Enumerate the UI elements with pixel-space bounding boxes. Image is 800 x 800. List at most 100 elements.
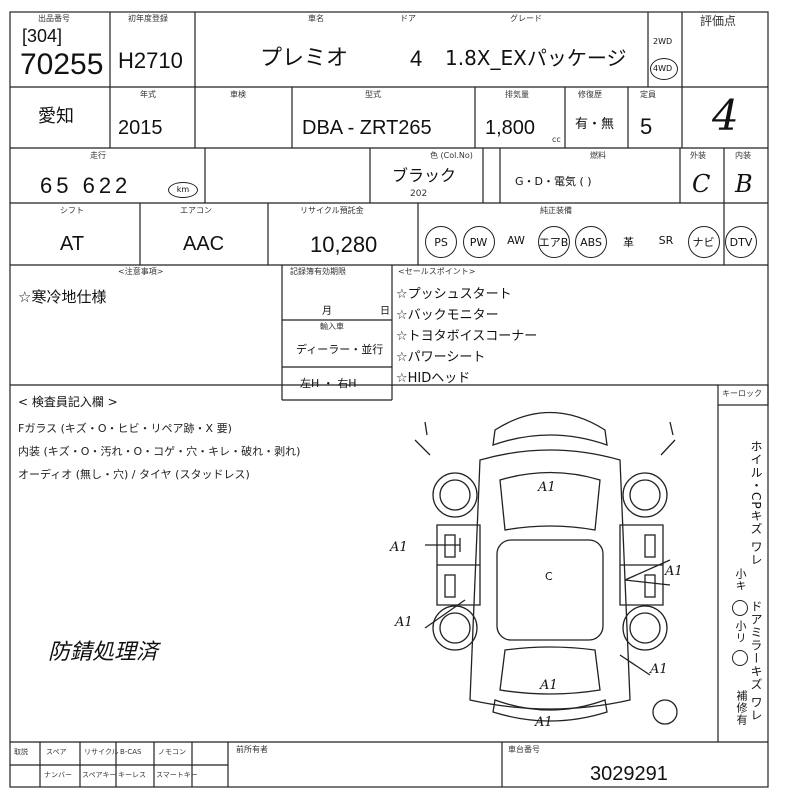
chassis-label: 車台番号 bbox=[508, 745, 540, 754]
recycle-fee: 10,280 bbox=[310, 232, 378, 257]
handle-side: 左H ・ 右H bbox=[300, 377, 357, 390]
equipment-item: ナビ bbox=[687, 226, 720, 258]
audio-tire-remark: オーディオ (無し・穴) / タイヤ (スタッドレス) bbox=[18, 468, 250, 481]
cc-label: 排気量 bbox=[505, 90, 529, 99]
mileage-label: 走行 bbox=[90, 151, 106, 160]
fuel: G・D・電気 ( ) bbox=[515, 175, 592, 188]
region: 愛知 bbox=[38, 106, 74, 127]
car-diagram bbox=[414, 411, 678, 725]
entry-no-label: 出品番号 bbox=[38, 14, 70, 23]
interior-remark: 内装 (キズ・O・汚れ・O・コゲ・穴・キレ・破れ・剥れ) bbox=[18, 445, 301, 458]
damage-mark: C bbox=[545, 570, 553, 583]
equipment-item: ABS bbox=[575, 226, 607, 258]
footer-h4: B-CAS bbox=[120, 748, 142, 756]
door-count: 4 bbox=[410, 46, 423, 71]
door-label: ドア bbox=[400, 14, 416, 23]
glass-remark: Fガラス (キズ・O・ヒビ・リペア跡・X 要) bbox=[18, 422, 232, 435]
sales-point: ☆HIDヘッド bbox=[396, 371, 471, 386]
legend-repair: 補修有 bbox=[735, 690, 748, 726]
type-label: 型式 bbox=[365, 90, 381, 99]
import-value: ディーラー・並行 bbox=[296, 343, 384, 356]
sales-point: ☆プッシュスタート bbox=[396, 287, 512, 302]
mileage-unit: km bbox=[168, 182, 198, 198]
grade-label: グレード bbox=[510, 14, 542, 23]
footer-h1: 取説 bbox=[14, 748, 28, 756]
exterior-label: 外装 bbox=[690, 151, 706, 160]
recycle-label: リサイクル預託金 bbox=[300, 206, 364, 215]
equipment-item: SR bbox=[658, 234, 674, 247]
ac: AAC bbox=[183, 233, 225, 255]
keyless-label: キーロック bbox=[722, 389, 762, 398]
displacement: 1,800 bbox=[485, 117, 536, 139]
inspection-label: 車検 bbox=[230, 90, 246, 99]
seats: 5 bbox=[640, 114, 653, 139]
lot-number: 70255 bbox=[20, 48, 104, 81]
equipment-item: AW bbox=[507, 234, 525, 247]
shift-label: シフト bbox=[60, 206, 84, 215]
damage-mark: A1 bbox=[650, 662, 668, 677]
seats-label: 定員 bbox=[640, 90, 656, 99]
equipment-item: PW bbox=[462, 226, 495, 258]
sales-point: ☆パワーシート bbox=[396, 350, 486, 365]
year-label: 初年度登録 bbox=[128, 14, 168, 23]
shift: AT bbox=[60, 233, 85, 255]
warranty-label: 記録簿有効期限 bbox=[290, 267, 346, 276]
damage-mark: A1 bbox=[540, 678, 558, 693]
lot-bracket: [304] bbox=[22, 26, 63, 46]
footer-h9: スマートキー bbox=[156, 771, 198, 779]
score-label: 評価点 bbox=[700, 14, 737, 28]
interior-grade: B bbox=[735, 170, 753, 198]
damage-mark: A1 bbox=[390, 540, 408, 555]
chassis-number: 3029291 bbox=[590, 763, 668, 785]
damage-mark: A1 bbox=[538, 480, 556, 495]
interior-label: 内装 bbox=[735, 151, 751, 160]
warranty-month: 月 bbox=[322, 306, 332, 317]
drive-2wd: 2WD bbox=[653, 37, 673, 46]
grade: 1.8X_EXパッケージ bbox=[445, 46, 627, 70]
color-label: 色 (Col.No) bbox=[430, 151, 473, 160]
legend-circle bbox=[732, 600, 748, 616]
equipment-item: DTV bbox=[725, 226, 757, 258]
equipment-item: 革 bbox=[623, 236, 634, 249]
damage-mark: A1 bbox=[395, 615, 413, 630]
model-year-label: 年式 bbox=[140, 90, 156, 99]
notes-label: <注意事項> bbox=[118, 267, 164, 276]
model-code: DBA - ZRT265 bbox=[302, 117, 432, 139]
cc-unit: cc bbox=[552, 135, 561, 144]
car-name-label: 車名 bbox=[308, 14, 324, 23]
footer-h8: キーレス bbox=[118, 771, 146, 779]
inspector-title: < 検査員記入欄 > bbox=[18, 395, 118, 409]
color-code: 202 bbox=[410, 189, 428, 199]
exterior-grade: C bbox=[692, 170, 711, 198]
legend-mirror: ドアミラーキズ ワレ bbox=[749, 600, 763, 722]
fuel-label: 燃料 bbox=[590, 151, 606, 160]
model-year: 2015 bbox=[118, 117, 163, 139]
damage-mark: A1 bbox=[535, 715, 553, 730]
legend-small-2: 小リ bbox=[734, 620, 747, 644]
footer-h3: リサイクル bbox=[84, 748, 119, 756]
sales-point: ☆バックモニター bbox=[396, 308, 499, 323]
score: 4 bbox=[712, 91, 739, 140]
footer-h5: ノモコン bbox=[158, 748, 186, 756]
note-cold-climate: ☆寒冷地仕様 bbox=[18, 288, 107, 306]
sales-points: ☆プッシュスタート ☆バックモニター ☆トヨタボイスコーナー ☆パワーシート ☆… bbox=[396, 284, 537, 389]
damage-mark: A1 bbox=[665, 564, 683, 579]
ac-label: エアコン bbox=[180, 206, 212, 215]
owner-label: 前所有者 bbox=[236, 745, 268, 754]
year-code: H2710 bbox=[118, 48, 183, 73]
repair-history: 有・無 bbox=[575, 117, 615, 132]
color: ブラック bbox=[392, 166, 457, 185]
rustproof-note: 防錆処理済 bbox=[48, 640, 159, 665]
mileage: 65 622 bbox=[40, 173, 132, 198]
footer-h2: スペア bbox=[46, 748, 67, 756]
car-name: プレミオ bbox=[260, 46, 349, 71]
drive-circle bbox=[650, 58, 678, 80]
drive-4wd: 4WD bbox=[653, 64, 673, 73]
equipment-label: 純正装備 bbox=[540, 206, 572, 215]
import-label: 輸入車 bbox=[320, 322, 344, 331]
legend-wheel: ホイル・CPキズ ワレ bbox=[749, 440, 763, 567]
legend-circle-2 bbox=[732, 650, 748, 666]
